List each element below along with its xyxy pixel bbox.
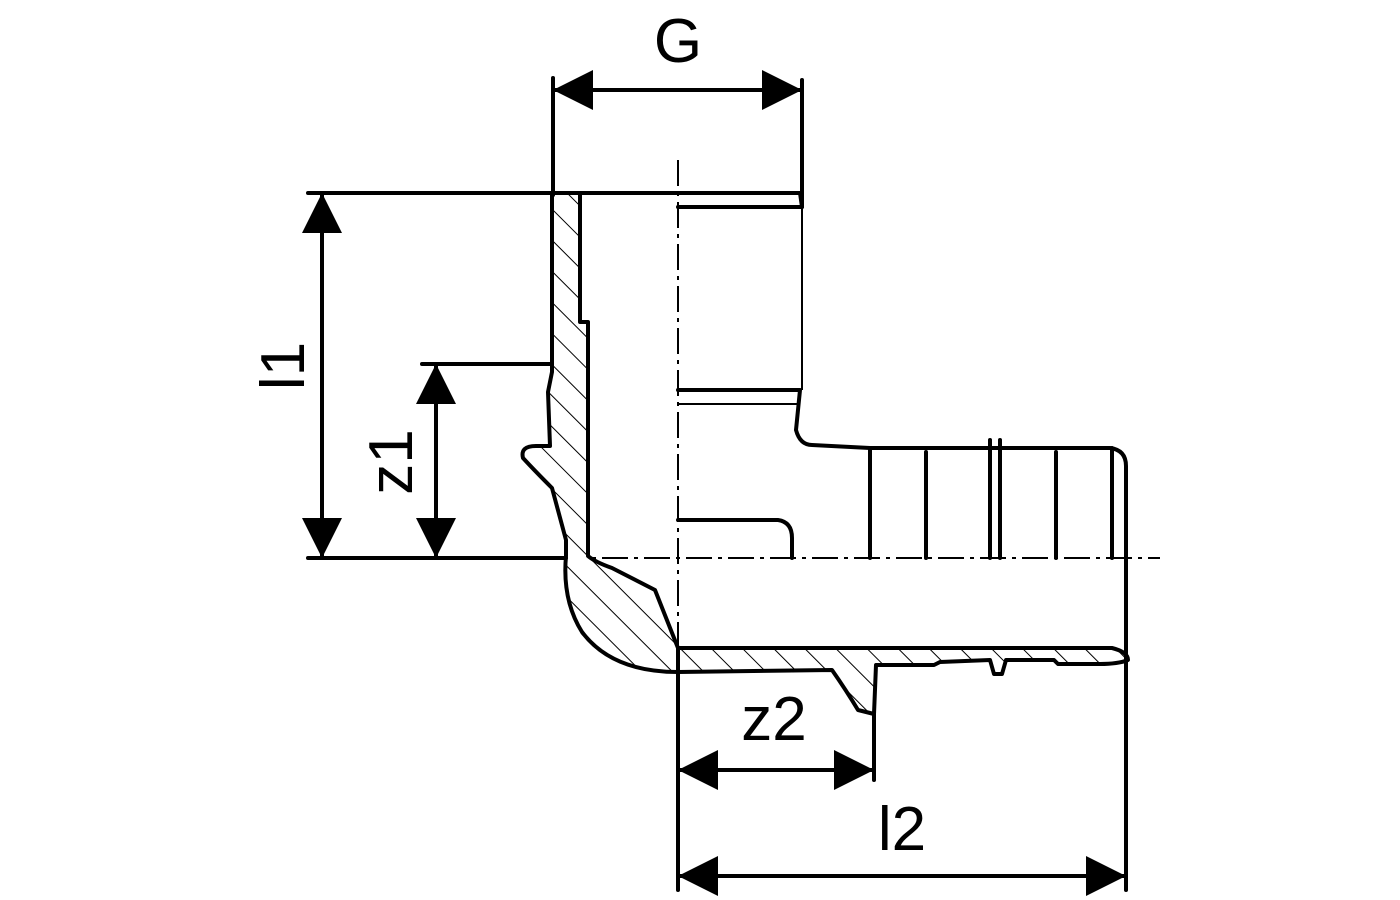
label-g: G [654, 7, 702, 76]
dimension-g [551, 70, 804, 197]
dimension-z2 [676, 670, 876, 892]
socket-bottom-outline [676, 388, 872, 450]
label-z2: z2 [741, 685, 806, 754]
thread-socket-outline [578, 191, 804, 209]
label-l1: l1 [249, 342, 318, 390]
label-z1: z1 [357, 429, 426, 494]
dimension-l1 [302, 191, 582, 560]
inner-bore-outline [676, 518, 794, 560]
left-wall-section [520, 191, 680, 674]
dimension-l2 [676, 662, 1128, 896]
dimension-z1 [416, 362, 554, 560]
label-l2: l2 [878, 795, 926, 864]
barbed-spigot [868, 438, 1128, 666]
